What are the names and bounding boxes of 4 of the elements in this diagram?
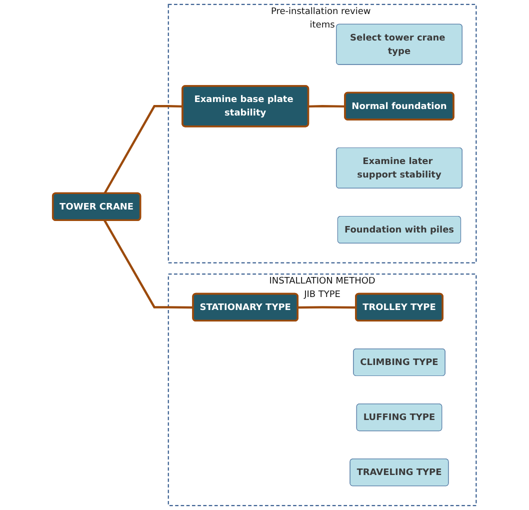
connector xyxy=(104,105,183,194)
connector xyxy=(308,105,346,108)
connector xyxy=(104,220,194,309)
connector xyxy=(298,306,356,309)
